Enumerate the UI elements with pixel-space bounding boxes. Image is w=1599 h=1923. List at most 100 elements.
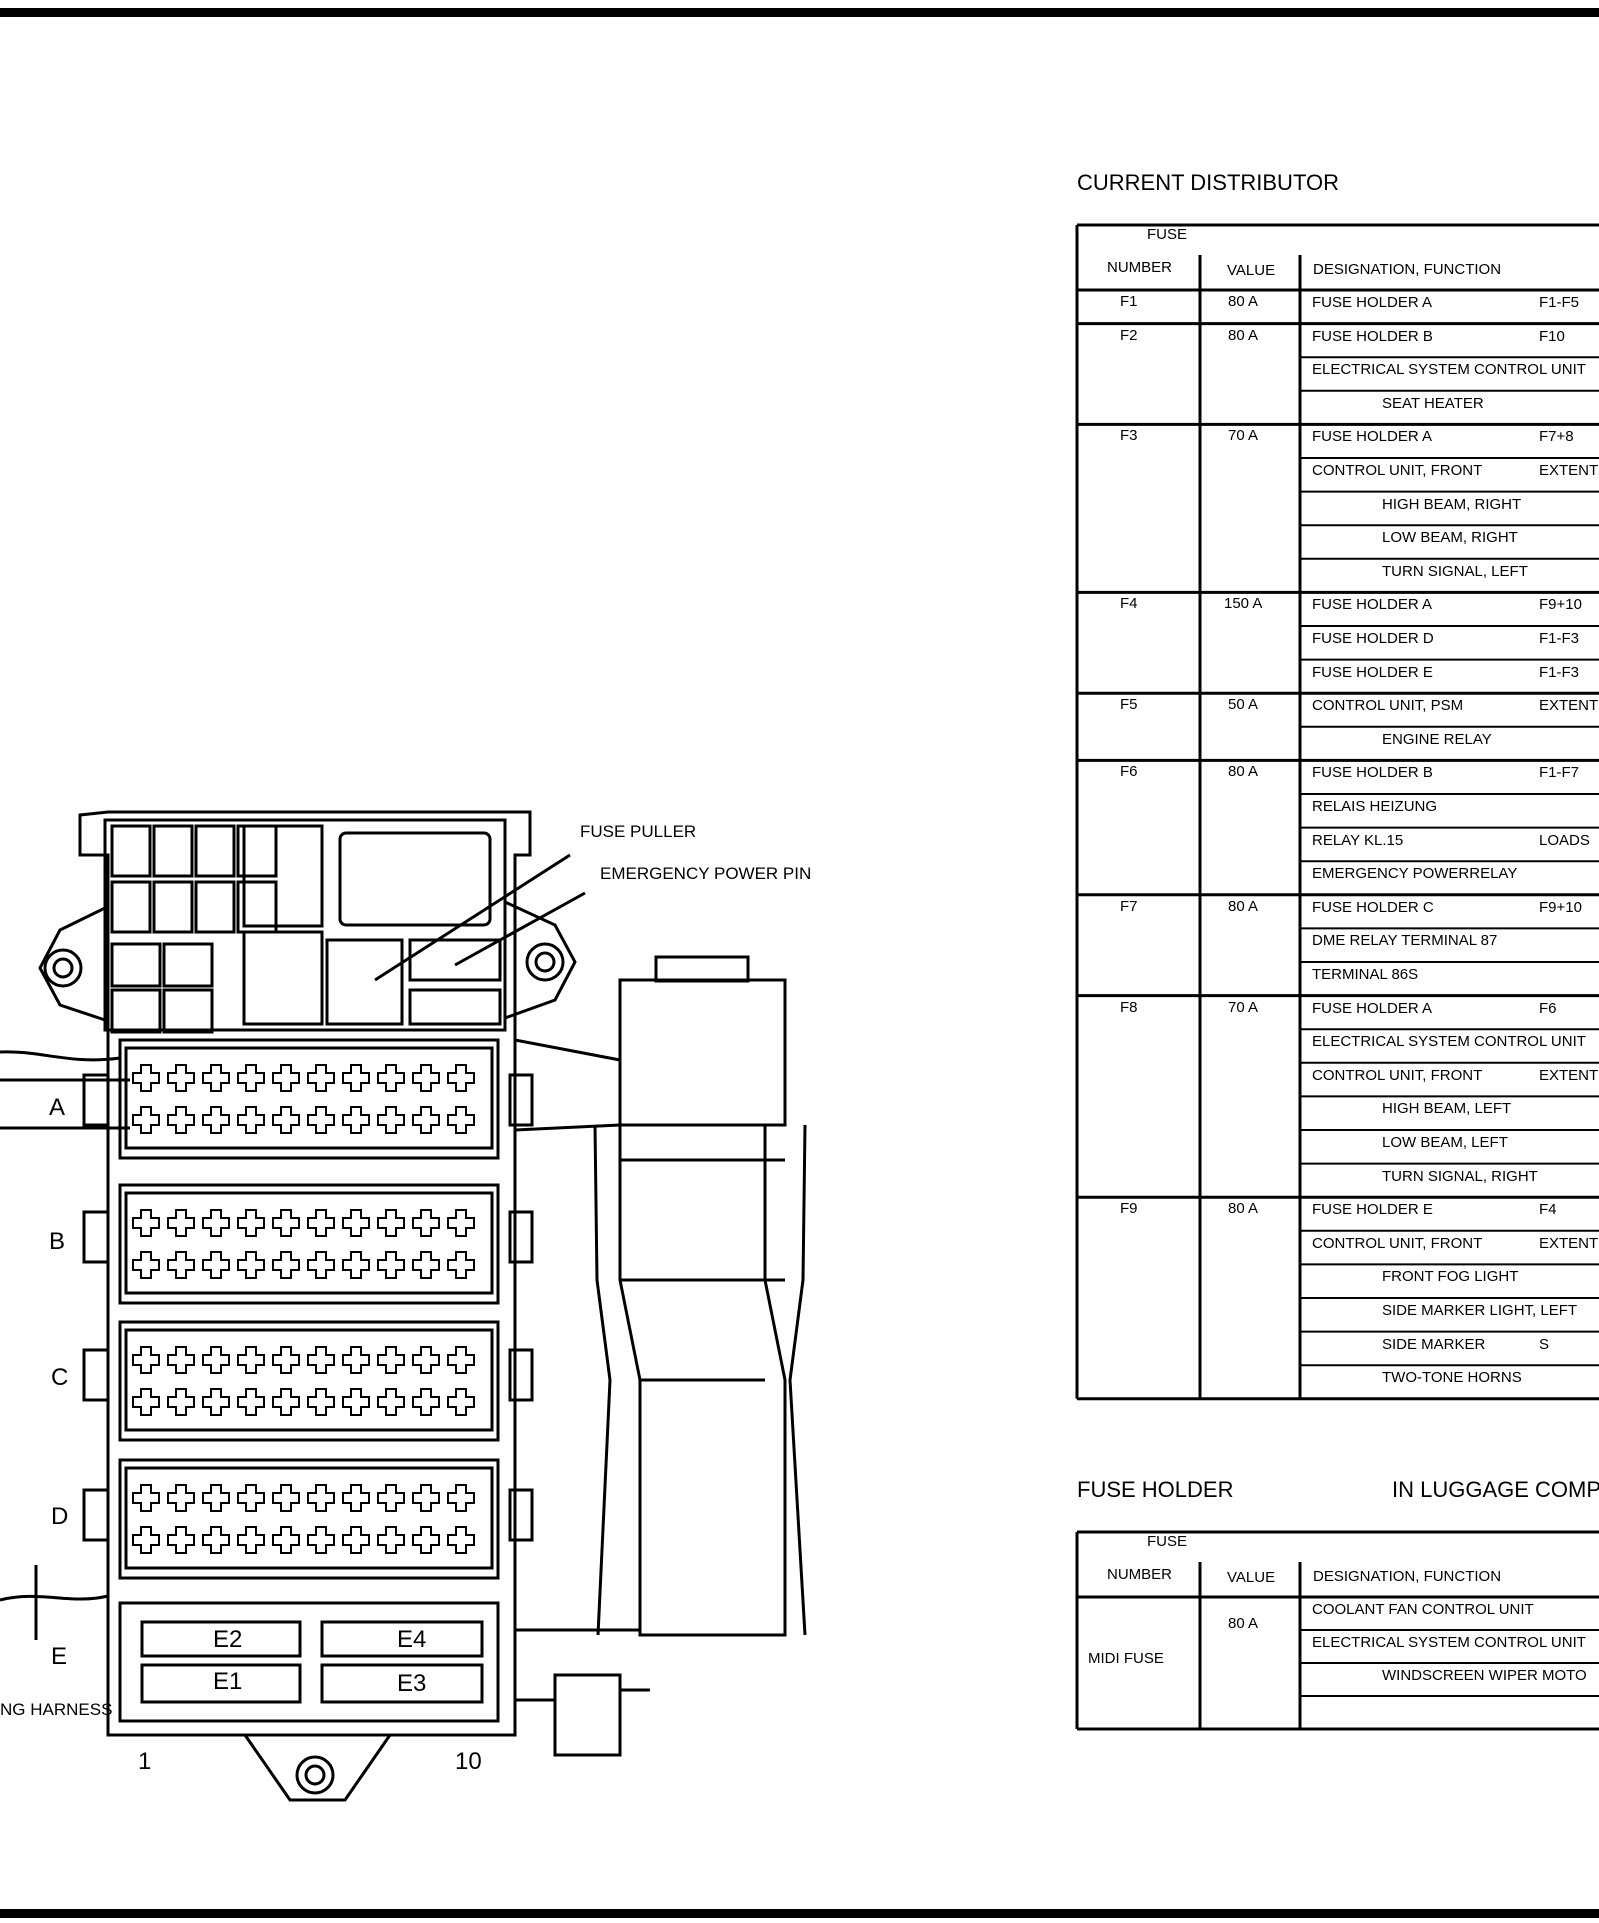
designation-extent: F7+8 [1539, 428, 1574, 446]
connector-pin [272, 1251, 300, 1279]
relay-cell [194, 824, 236, 878]
designation-line: SIDE MARKER LIGHT, LEFT [1382, 1302, 1578, 1319]
designation-line: RELAY KL.15 [1312, 831, 1404, 849]
duct-seams [620, 1158, 785, 1382]
designation-line: COOLANT FAN CONTROL UNIT [1312, 1601, 1534, 1618]
row-label-e: E [51, 1643, 68, 1670]
connector-pin [447, 1388, 475, 1416]
connector-pin [342, 1251, 370, 1279]
relay-cell [408, 938, 502, 982]
plug-wire [515, 1688, 650, 1702]
connector-pin [272, 1209, 300, 1237]
connector-pin [377, 1064, 405, 1092]
connector-pin [307, 1209, 335, 1237]
designation-line: HIGH BEAM, RIGHT [1382, 495, 1522, 513]
fuse-holder-location: IN LUGGAGE COMP [1392, 1477, 1599, 1502]
connector-pin [447, 1346, 475, 1374]
designation-line: FUSE HOLDER B [1312, 327, 1433, 345]
connector-pin [272, 1484, 300, 1512]
designation-line: FUSE HOLDER A [1312, 596, 1433, 614]
designation-line: LOW BEAM, LEFT [1382, 1134, 1508, 1151]
connector-pin [272, 1106, 300, 1134]
designation-line: EMERGENCY POWERRELAY [1312, 865, 1518, 883]
header-value: VALUE [1227, 1569, 1276, 1586]
designation-extent: F4 [1539, 1201, 1557, 1219]
connector-pin [307, 1526, 335, 1554]
designation-extent: F1-F3 [1539, 663, 1580, 681]
mount-eye [52, 957, 74, 979]
connector-pin [272, 1526, 300, 1554]
connector-row [118, 1320, 500, 1442]
row-label-a: A [49, 1094, 66, 1121]
fuse-value: 150 A [1224, 595, 1263, 613]
housing-outline [78, 810, 532, 1737]
relay-window [338, 831, 492, 927]
connector-pin [237, 1209, 265, 1237]
header-number: NUMBER [1107, 1566, 1173, 1583]
side-clip [508, 1488, 534, 1542]
connector-row [118, 1183, 500, 1305]
connector-pin [377, 1209, 405, 1237]
designation-line: LOW BEAM, RIGHT [1382, 529, 1518, 547]
relay-cell [408, 988, 502, 1026]
connector-pin [237, 1064, 265, 1092]
slot-e4 [320, 1620, 484, 1658]
connector-pin [342, 1064, 370, 1092]
header-fuse: FUSE [1147, 226, 1188, 243]
side-clip [82, 1210, 110, 1264]
row-label-b: B [49, 1228, 66, 1255]
connector-pin [412, 1526, 440, 1554]
connector-row-e [118, 1601, 500, 1723]
fuse-value: 80 A [1228, 293, 1259, 310]
relay-cell [242, 930, 324, 1026]
relay-cell [152, 824, 194, 878]
mount-eye [43, 948, 83, 988]
wire [0, 1594, 109, 1602]
connector-pin [272, 1064, 300, 1092]
fuse-number: F5 [1120, 696, 1138, 714]
bottom-border-bar [0, 1909, 1599, 1918]
fuse-number: F8 [1120, 998, 1138, 1016]
fuse-holder-title: FUSE HOLDER [1077, 1477, 1234, 1502]
connector-pin [167, 1106, 195, 1134]
duct-cap [654, 955, 750, 983]
connector-pin [412, 1064, 440, 1092]
connector-pin [412, 1209, 440, 1237]
connector-pin [412, 1251, 440, 1279]
connector-pin [307, 1388, 335, 1416]
designation-extent: EXTENT [1539, 1066, 1599, 1084]
designation-line: ELECTRICAL SYSTEM CONTROL UNIT [1312, 1033, 1586, 1051]
duct-body [618, 1125, 787, 1637]
designation-extent: LOADS [1539, 831, 1590, 849]
designation-extent: F1-F7 [1539, 764, 1580, 782]
connector-pin [307, 1064, 335, 1092]
row-label-d: D [51, 1503, 69, 1530]
designation-line: DME RELAY TERMINAL 87 [1312, 932, 1498, 950]
connector-pin [342, 1484, 370, 1512]
fuse-number: F2 [1120, 326, 1138, 344]
connector-pin [202, 1526, 230, 1554]
designation-extent: EXTENT [1539, 697, 1599, 715]
side-clip [82, 1073, 110, 1127]
connector-pin [412, 1484, 440, 1512]
header-number: NUMBER [1107, 259, 1173, 276]
connector-pin [202, 1251, 230, 1279]
designation-line: FUSE HOLDER E [1312, 1201, 1433, 1219]
designation-line: FRONT FOG LIGHT [1382, 1268, 1519, 1286]
connector-pin [202, 1064, 230, 1092]
mount-eye [525, 942, 565, 982]
fuse-number: F6 [1120, 763, 1138, 781]
designation-extent: F1-F3 [1539, 630, 1580, 647]
callout-leader [374, 853, 571, 982]
connector-pin [167, 1484, 195, 1512]
connector-pin [132, 1346, 160, 1374]
relay-cell [162, 942, 214, 988]
connector-insert [124, 1191, 494, 1295]
mount-eye [534, 951, 556, 973]
designation-line: FUSE HOLDER A [1312, 999, 1433, 1017]
connector-pin [132, 1484, 160, 1512]
header-fuse: FUSE [1147, 1533, 1188, 1550]
fuse-number: F7 [1120, 897, 1138, 915]
relay-cell [242, 824, 324, 928]
